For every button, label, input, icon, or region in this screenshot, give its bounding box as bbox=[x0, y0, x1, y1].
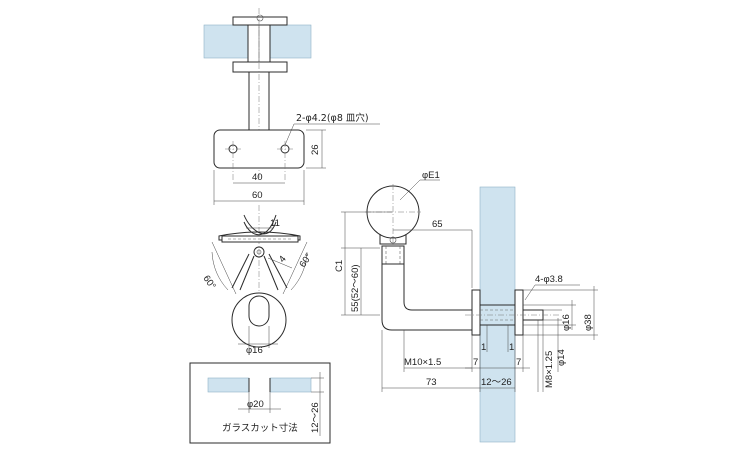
side-view-post-upper bbox=[381, 245, 405, 265]
rail-dia-dim: φE1 bbox=[422, 170, 440, 181]
detail-frame bbox=[189, 362, 331, 444]
front-view-roller-hub bbox=[248, 295, 270, 327]
gap-left-dim: 7 bbox=[473, 357, 478, 368]
dim-11: 11 bbox=[270, 218, 280, 229]
glass-cut-detail: φ20 12～26 ガラスカット寸法 bbox=[189, 362, 331, 444]
plate-width-dim: 60 bbox=[252, 190, 263, 201]
front-view-pivot bbox=[253, 246, 265, 258]
pad-right-dim: 1 bbox=[509, 342, 514, 353]
front-view-arm-left bbox=[231, 253, 255, 291]
tube-dia-dim: φ16 bbox=[246, 345, 263, 356]
side-view: φE1 65 C1 55(52～60) bbox=[334, 170, 598, 443]
side-view-flange-left bbox=[471, 289, 481, 336]
front-view: 60° 60° 11 4 φ16 bbox=[201, 205, 315, 356]
flange-dia-dim: φ38 bbox=[583, 314, 594, 331]
center-height-dim: C1 bbox=[334, 260, 345, 272]
glass-range-dim: 12～26 bbox=[481, 377, 512, 388]
boss-dia-dim: φ16 bbox=[561, 314, 572, 331]
thread-right-dim: M8×1.25 bbox=[544, 351, 555, 388]
detail-glass-left bbox=[207, 377, 250, 393]
top-view-bottom-flange bbox=[232, 61, 288, 73]
angle-right-dim: 60° bbox=[297, 251, 314, 269]
gap-right-dim: 7 bbox=[516, 357, 521, 368]
post-height-dim: 55(52～60) bbox=[350, 264, 361, 312]
sleeve-dia-dim: φ14 bbox=[556, 349, 567, 366]
side-view-flange-right bbox=[514, 289, 524, 336]
radius-dim: 4 bbox=[277, 254, 289, 265]
cut-detail-caption: ガラスカット寸法 bbox=[222, 422, 298, 434]
hole-note: 2-φ4.2(φ8 皿穴) bbox=[296, 112, 369, 124]
pad-left-dim: 1 bbox=[481, 342, 486, 353]
hole-pitch-dim: 40 bbox=[252, 172, 263, 183]
mounting-plate bbox=[213, 129, 305, 169]
length-dim: 73 bbox=[426, 377, 437, 388]
cut-hole-dia: φ20 bbox=[247, 399, 264, 410]
top-view: 2-φ4.2(φ8 皿穴) 26 40 60 bbox=[203, 8, 380, 205]
cut-glass-thickness: 12～26 bbox=[310, 402, 321, 433]
holes-dim: 4-φ3.8 bbox=[535, 274, 563, 285]
angle-left-dim: 60° bbox=[201, 273, 218, 291]
side-view-arm bbox=[381, 263, 473, 331]
top-view-cap-screw bbox=[256, 14, 264, 22]
thread-left-dim: M10×1.5 bbox=[404, 357, 441, 368]
detail-glass-right bbox=[269, 377, 312, 393]
reach-dim: 65 bbox=[432, 219, 443, 230]
plate-height-dim: 26 bbox=[310, 144, 321, 155]
front-view-hanger bbox=[243, 214, 277, 236]
